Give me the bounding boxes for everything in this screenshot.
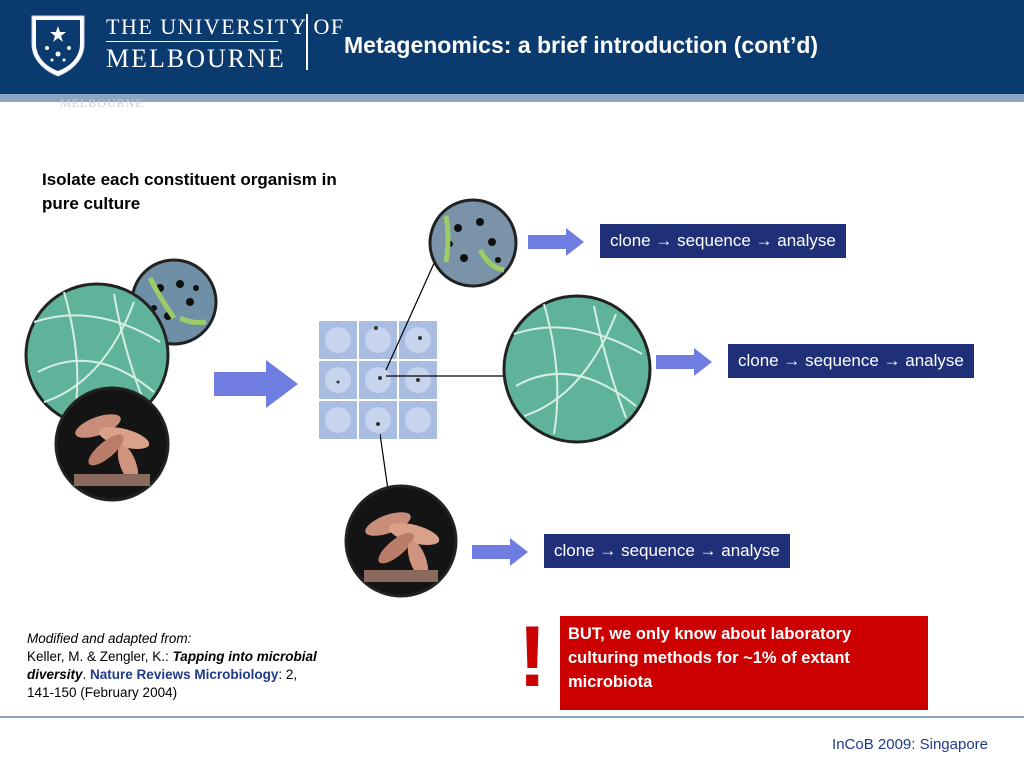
- citation-separator: .: [82, 667, 91, 682]
- citation-authors: Keller, M. & Zengler, K.:: [27, 649, 173, 664]
- citation-article: Tapping into microbial diversity: [27, 649, 317, 682]
- header-bar: THE UNIVERSITY OF MELBOURNE Metagenomics…: [0, 0, 1024, 94]
- university-name-line1: THE UNIVERSITY OF: [106, 14, 345, 39]
- micrograph-filamentous-green-right: [502, 294, 652, 444]
- citation-journal: Nature Reviews Microbiology: [90, 667, 279, 682]
- university-crest-icon: [31, 15, 85, 77]
- micrograph-rod-cluster-left: [54, 386, 170, 502]
- right-arrow-icon: [472, 538, 528, 566]
- connector-lines: [380, 250, 504, 491]
- slide-title: Metagenomics: a brief introduction (cont…: [344, 32, 819, 58]
- exclamation-icon: !: [518, 609, 547, 705]
- warning-box: BUT, we only know about laboratory cultu…: [560, 616, 928, 710]
- ghost-watermark-text: MELBOURNE: [60, 96, 144, 110]
- citation-intro: Modified and adapted from:: [27, 631, 192, 646]
- university-name-rule: [106, 41, 278, 42]
- right-arrow-icon: [656, 348, 712, 376]
- citation-details: : 2, 141-150 (February 2004): [27, 667, 298, 700]
- pipeline-label-top: clone → sequence → analyse: [600, 224, 846, 258]
- header-stripe: [0, 94, 1024, 102]
- pipeline-label-bottom: clone → sequence → analyse: [544, 534, 790, 568]
- citation-block: Modified and adapted from: Keller, M. & …: [27, 630, 327, 702]
- section-heading: Isolate each constituent organism in pur…: [42, 170, 337, 213]
- micrograph-rod-bacteria-top: [428, 198, 518, 288]
- footer-rule: [0, 716, 1024, 718]
- right-arrow-icon: [528, 228, 584, 256]
- university-name-line2: MELBOURNE: [106, 44, 286, 73]
- pure-culture-plate-grid: [318, 320, 438, 440]
- pipeline-label-middle: clone → sequence → analyse: [728, 344, 974, 378]
- footer-text: InCoB 2009: Singapore: [832, 736, 988, 753]
- right-arrow-icon: [214, 360, 298, 408]
- micrograph-rod-cluster-bottom: [344, 484, 458, 598]
- title-separator: [306, 14, 308, 70]
